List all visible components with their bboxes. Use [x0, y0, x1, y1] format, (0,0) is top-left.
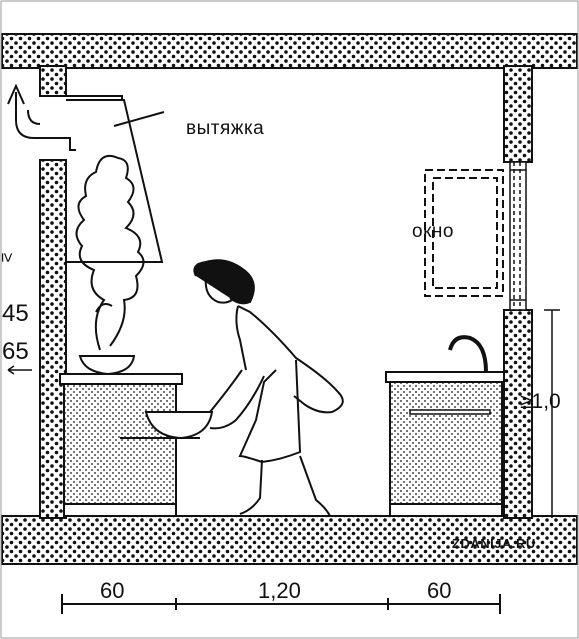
- label-height-min-sign: ≥: [0, 252, 18, 263]
- height-arrow-left: [7, 365, 32, 375]
- ceiling-slab: [1, 33, 578, 69]
- window-section: [509, 161, 527, 311]
- stove-cabinet: [59, 373, 200, 517]
- bottom-dimension-line: [61, 594, 501, 614]
- sink-cabinet: [385, 335, 505, 517]
- window-elevation: [424, 169, 504, 297]
- range-hood: [66, 99, 165, 263]
- steam: [75, 154, 145, 351]
- dimension-sink-width: 60: [427, 578, 452, 603]
- dimension-passage-width: 1,20: [258, 578, 301, 603]
- pot: [78, 355, 136, 376]
- woman-figure: [193, 259, 344, 517]
- label-window: окно: [412, 221, 454, 242]
- label-height-65: 65: [2, 338, 29, 365]
- label-window-height: ≥1,0: [520, 390, 561, 413]
- label-hood: вытяжка: [186, 118, 265, 139]
- floor-slab: [1, 515, 578, 565]
- right-wall: [503, 65, 533, 519]
- left-wall: [39, 65, 67, 519]
- height-dimension-right: [544, 309, 560, 518]
- dimension-stove-width: 60: [100, 578, 125, 603]
- held-bowl: [144, 411, 214, 440]
- label-height-45: 45: [2, 300, 29, 327]
- watermark: ZDANIJA.RU: [452, 536, 536, 551]
